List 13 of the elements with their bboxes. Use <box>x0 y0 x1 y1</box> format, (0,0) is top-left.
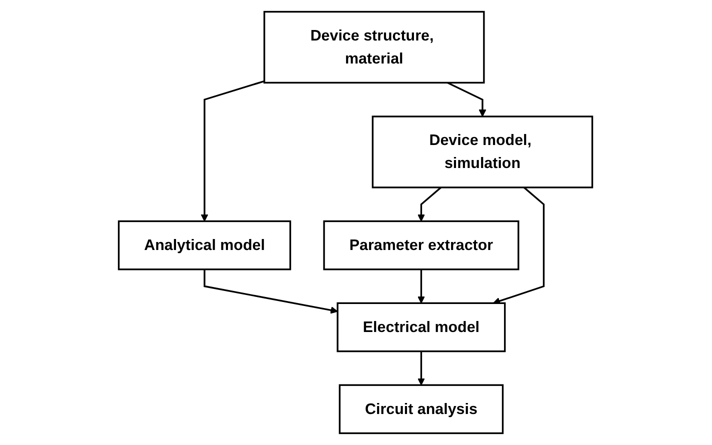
arrow <box>493 186 546 305</box>
arrow <box>204 269 338 314</box>
node-box: Device model, simulation <box>372 116 594 188</box>
node-box: Circuit analysis <box>339 384 504 434</box>
node-box: Parameter extractor <box>324 220 520 270</box>
node-box: Electrical model <box>337 302 506 352</box>
arrow <box>201 80 266 222</box>
node-box: Device structure, material <box>264 10 486 84</box>
arrow <box>418 186 442 222</box>
arrow <box>418 351 426 386</box>
arrow <box>418 269 426 304</box>
arrow <box>448 82 487 117</box>
node-box: Analytical model <box>118 220 292 270</box>
